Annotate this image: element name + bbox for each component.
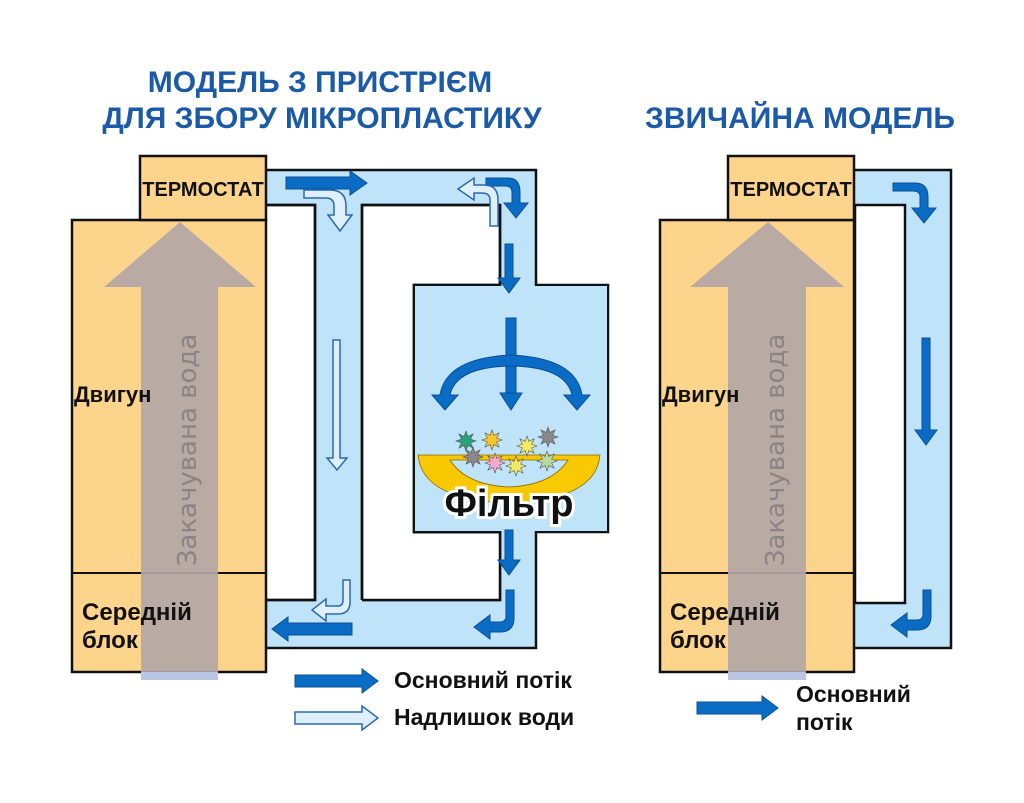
legend-main-flow-label: Основний потік (394, 667, 572, 693)
microplastic-particles (455, 426, 559, 477)
legend-main-flow-icon (294, 668, 379, 694)
right-main-flow-arrows (890, 182, 938, 638)
excess-water-arrow (456, 176, 499, 227)
legend-left: Основний потік Надлишок води (294, 667, 574, 732)
main-flow-arrow (914, 337, 938, 446)
main-flow-arrow (485, 177, 530, 219)
right-middle-block-label-1: Середній (670, 599, 780, 626)
right-pumped-water-arrow (690, 222, 844, 680)
excess-water-arrow (310, 579, 351, 623)
left-excess-flow-arrows (303, 176, 499, 623)
microplastic-particle-icon (537, 426, 559, 448)
left-thermostat-box (138, 154, 268, 222)
legend-right-main-flow-label-2: потік (796, 709, 853, 735)
right-thermostat-box (726, 154, 856, 222)
legend-right: Основний потік (696, 681, 911, 735)
main-flow-arrow (892, 182, 938, 224)
legend-right-main-flow-label-1: Основний (796, 681, 911, 707)
left-title-line1: МОДЕЛЬ З ПРИСТРІЄМ (148, 66, 492, 99)
excess-water-arrow (303, 189, 354, 233)
filter-distribution-arrows (430, 317, 592, 411)
right-pumped-water-label: Закачувана вода (761, 334, 791, 567)
left-title-line2: ДЛЯ ЗБОРУ МІКРОПЛАСТИКУ (102, 102, 542, 135)
main-flow-arrow (271, 616, 353, 642)
microplastic-particle-icon (516, 435, 538, 457)
microplastic-particle-icon (462, 446, 484, 468)
right-engine-label: Двигун (662, 382, 739, 407)
legend-excess-water-label: Надлишок води (394, 704, 574, 730)
right-title: ЗВИЧАЙНА МОДЕЛЬ (645, 101, 955, 135)
filter-bowl-icon (417, 454, 601, 504)
main-flow-arrow (890, 589, 932, 638)
left-engine-label: Двигун (74, 382, 151, 407)
main-flow-arrow (497, 243, 521, 294)
filter-label: Фільтр (445, 483, 574, 525)
left-middle-block-label-2: блок (82, 627, 139, 654)
left-main-flow-arrows (271, 170, 530, 642)
excess-water-arrow (325, 339, 349, 472)
main-flow-arrow (497, 529, 521, 576)
legend-right-main-flow-icon (696, 695, 779, 721)
microplastic-particle-icon (481, 429, 503, 451)
microplastic-particle-icon (484, 452, 506, 474)
left-middle-block-label-1: Середній (82, 599, 192, 626)
right-middle-block-label-2: блок (670, 627, 727, 654)
right-pipe-system (851, 168, 953, 650)
left-thermostat-label: ТЕРМОСТАТ (142, 179, 263, 201)
left-pumped-water-label: Закачувана вода (173, 334, 203, 567)
main-flow-arrow (285, 170, 368, 196)
microplastic-particle-icon (536, 450, 558, 472)
main-flow-arrow (473, 589, 515, 640)
left-pumped-water-arrow (104, 222, 256, 680)
microplastic-particle-icon (455, 430, 477, 452)
legend-excess-water-icon (294, 704, 380, 732)
right-thermostat-label: ТЕРМОСТАТ (730, 179, 851, 201)
microplastic-particle-icon (505, 455, 527, 477)
